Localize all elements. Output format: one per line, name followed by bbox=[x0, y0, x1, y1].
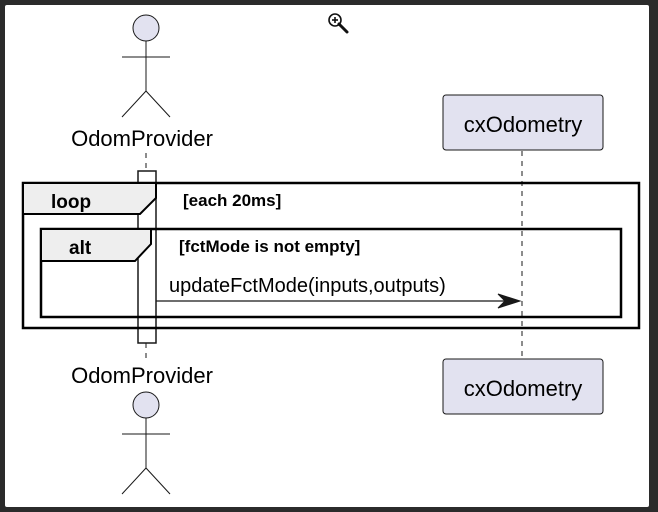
actor-head-icon bbox=[132, 14, 160, 42]
loop-frame: loop [each 20ms] bbox=[21, 181, 641, 330]
alt-frame: alt [fctMode is not empty] bbox=[39, 227, 623, 319]
participant-bottom-box bbox=[442, 358, 604, 415]
actor-top-label: OdomProvider bbox=[71, 126, 213, 151]
participant-bottom-label: cxOdometry bbox=[464, 376, 583, 401]
participant-top-box bbox=[442, 94, 604, 151]
participant-top-label: cxOdometry bbox=[464, 112, 583, 137]
actor-bottom bbox=[121, 391, 171, 495]
alt-frame-condition: [fctMode is not empty] bbox=[179, 237, 360, 256]
arrowhead-icon bbox=[497, 293, 522, 309]
loop-frame-condition: [each 20ms] bbox=[183, 191, 281, 210]
alt-frame-keyword: alt bbox=[69, 238, 92, 259]
zoom-in-icon[interactable] bbox=[328, 13, 349, 34]
loop-frame-header bbox=[22, 182, 157, 215]
message-label: updateFctMode(inputs,outputs) bbox=[169, 275, 446, 297]
actor-top bbox=[121, 14, 171, 118]
alt-frame-header bbox=[40, 228, 152, 262]
loop-frame-keyword: loop bbox=[51, 192, 91, 213]
actor-bottom-label: OdomProvider bbox=[71, 363, 213, 388]
actor-head-icon bbox=[132, 391, 160, 419]
